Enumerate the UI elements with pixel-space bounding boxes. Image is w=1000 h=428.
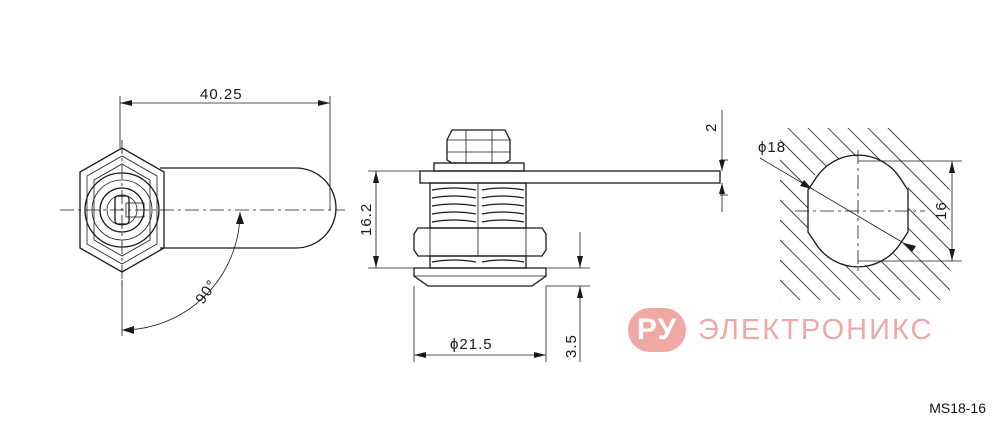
front-view: 40.25 90°: [60, 86, 345, 336]
lever-arm: [160, 167, 337, 249]
watermark-badge: РУ: [628, 308, 686, 352]
top-nut: [446, 129, 511, 164]
panel-cutout-view: ϕ18 16: [758, 128, 962, 300]
dim-cutout-diameter: ϕ18: [758, 139, 786, 156]
thread-upper: [431, 187, 525, 223]
dim-flange-diameter: ϕ21.5: [450, 336, 493, 353]
flange: [413, 267, 547, 287]
dim-rotation-angle: 90°: [192, 277, 221, 308]
dim-body-height: 16.2: [358, 203, 375, 236]
cutout-shape: [807, 154, 909, 268]
dim-flange-thickness: 3.5: [563, 334, 580, 358]
dim-cutout-flat: 16: [933, 201, 950, 220]
side-view: 2 16.2 ϕ21.5: [358, 110, 728, 362]
lever-plate: [419, 170, 721, 184]
mounting-nut: [413, 227, 547, 257]
rotation-arc: [121, 211, 241, 331]
dim-lever-thickness: 2: [703, 123, 720, 132]
dim-width-total: 40.25: [200, 86, 243, 103]
part-code-label: MS18-16: [929, 400, 986, 416]
brand-watermark: РУ ЭЛЕКТРОНИКС: [628, 308, 933, 352]
watermark-text: ЭЛЕКТРОНИКС: [698, 313, 934, 346]
